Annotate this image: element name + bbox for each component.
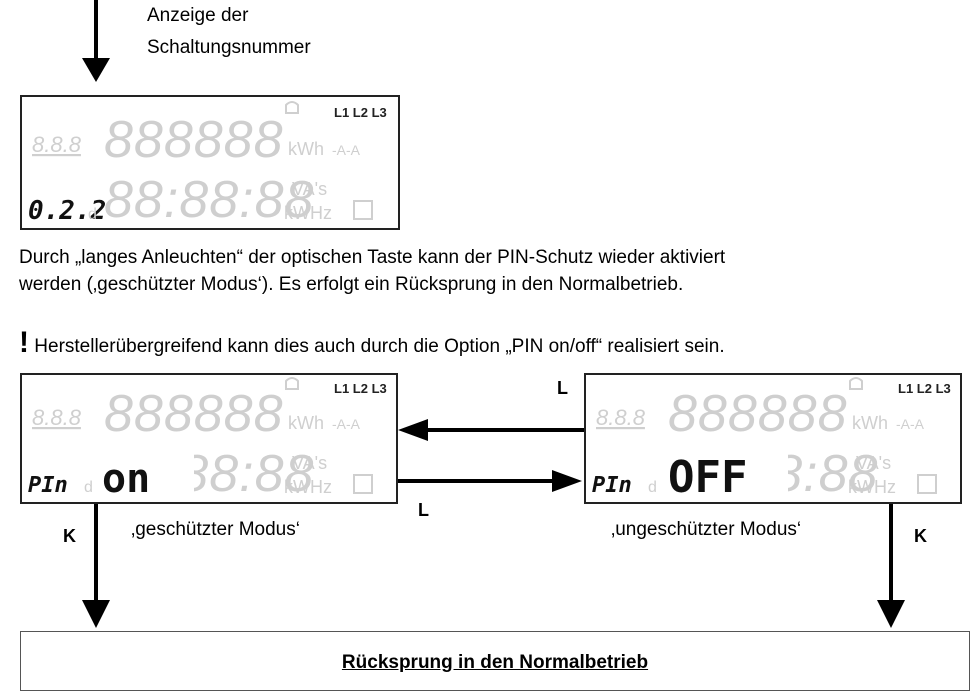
unit-lower-top: VA's — [292, 453, 327, 473]
phase-indicators: L1 L2 L3 — [334, 381, 387, 396]
phase-indicators: L1 L2 L3 — [898, 381, 951, 396]
arrow-left-to-right — [398, 470, 582, 492]
svg-text:-A-A: -A-A — [896, 416, 925, 432]
lcd-display-top: 8.8.8 888888 kWh -A-A 88:88:88 VA's kWHz… — [20, 95, 400, 230]
arrow-left-down — [82, 504, 110, 628]
svg-text:88:88:88: 88:88:88 — [104, 171, 314, 228]
paragraph-line1: Durch „langes Anleuchten“ der optischen … — [19, 247, 726, 268]
lcd-right-graphic: 8.8.8 888888 kWh -A-A 88:88:88 VA's kWHz… — [592, 377, 951, 502]
svg-text:-A-A: -A-A — [332, 142, 361, 158]
svg-text:8.8.8: 8.8.8 — [32, 405, 82, 430]
exit-icon — [353, 474, 373, 494]
lock-icon — [285, 377, 299, 390]
pin-status-off: OFF — [668, 452, 747, 502]
pin-prefix: PIn — [28, 473, 68, 498]
arrow-right-down-label: K — [914, 526, 927, 546]
caption-protected-mode: ‚geschützter Modus‘ — [131, 519, 300, 540]
unit-upper: kWh — [852, 413, 888, 433]
exit-icon — [353, 200, 373, 220]
note-text: Herstellerübergreifend kann dies auch du… — [34, 336, 725, 357]
lock-icon — [285, 101, 299, 114]
pin-status-on: on — [102, 456, 150, 502]
result-box: Rücksprung in den Normalbetrieb — [20, 631, 970, 691]
top-caption-line2: Schaltungsnummer — [147, 37, 311, 58]
lcd-display-left: 8.8.8 888888 kWh -A-A 88:88:88 VA's kWHz… — [20, 373, 398, 504]
unit-lower-bottom: kWHz — [284, 203, 332, 223]
phase-indicators: L1 L2 L3 — [334, 105, 387, 120]
exit-icon — [917, 474, 937, 494]
arrow-bottom-label: L — [418, 500, 429, 520]
description-paragraph: Durch „langes Anleuchten“ der optischen … — [19, 244, 969, 298]
unit-lower-bottom: kWHz — [284, 477, 332, 497]
unit-lower-top: VA's — [856, 453, 891, 473]
circuit-number-value: 0.2.2 — [28, 196, 106, 226]
lcd-left-graphic: 8.8.8 888888 kWh -A-A 88:88:88 VA's kWHz… — [28, 377, 387, 502]
svg-text:8.8.8: 8.8.8 — [596, 405, 646, 430]
exclamation-icon: ! — [19, 326, 29, 359]
caption-unprotected-mode: ‚ungeschützter Modus‘ — [611, 519, 802, 540]
svg-text:8.8.8: 8.8.8 — [32, 132, 82, 157]
svg-text:d: d — [84, 479, 93, 496]
svg-text:888888: 888888 — [104, 111, 284, 169]
unit-lower-top: VA's — [292, 179, 327, 199]
top-down-arrow — [82, 0, 110, 82]
lcd-top-graphic: 8.8.8 888888 kWh -A-A 88:88:88 VA's kWHz… — [28, 101, 387, 228]
paragraph-line2: werden (‚geschützter Modus‘). Es erfolgt… — [19, 274, 684, 295]
lock-icon — [849, 377, 863, 390]
unit-upper: kWh — [288, 139, 324, 159]
unit-upper: kWh — [288, 413, 324, 433]
top-caption: Anzeige der Schaltungsnummer — [147, 4, 311, 60]
arrow-right-down — [877, 504, 905, 628]
arrow-right-to-left — [398, 419, 584, 441]
svg-text:888888: 888888 — [668, 385, 848, 443]
arrow-top-label: L — [557, 378, 568, 398]
result-title: Rücksprung in den Normalbetrieb — [341, 652, 649, 673]
svg-text:d: d — [648, 479, 657, 496]
unit-lower-bottom: kWHz — [848, 477, 896, 497]
svg-text:d: d — [88, 206, 97, 223]
lcd-display-right: 8.8.8 888888 kWh -A-A 88:88:88 VA's kWHz… — [584, 373, 962, 504]
pin-prefix: PIn — [592, 473, 632, 498]
svg-text:-A-A: -A-A — [332, 416, 361, 432]
arrow-left-down-label: K — [63, 526, 76, 546]
top-caption-line1: Anzeige der — [147, 5, 249, 26]
svg-text:888888: 888888 — [104, 385, 284, 443]
note: ! Herstellerübergreifend kann dies auch … — [19, 328, 969, 362]
